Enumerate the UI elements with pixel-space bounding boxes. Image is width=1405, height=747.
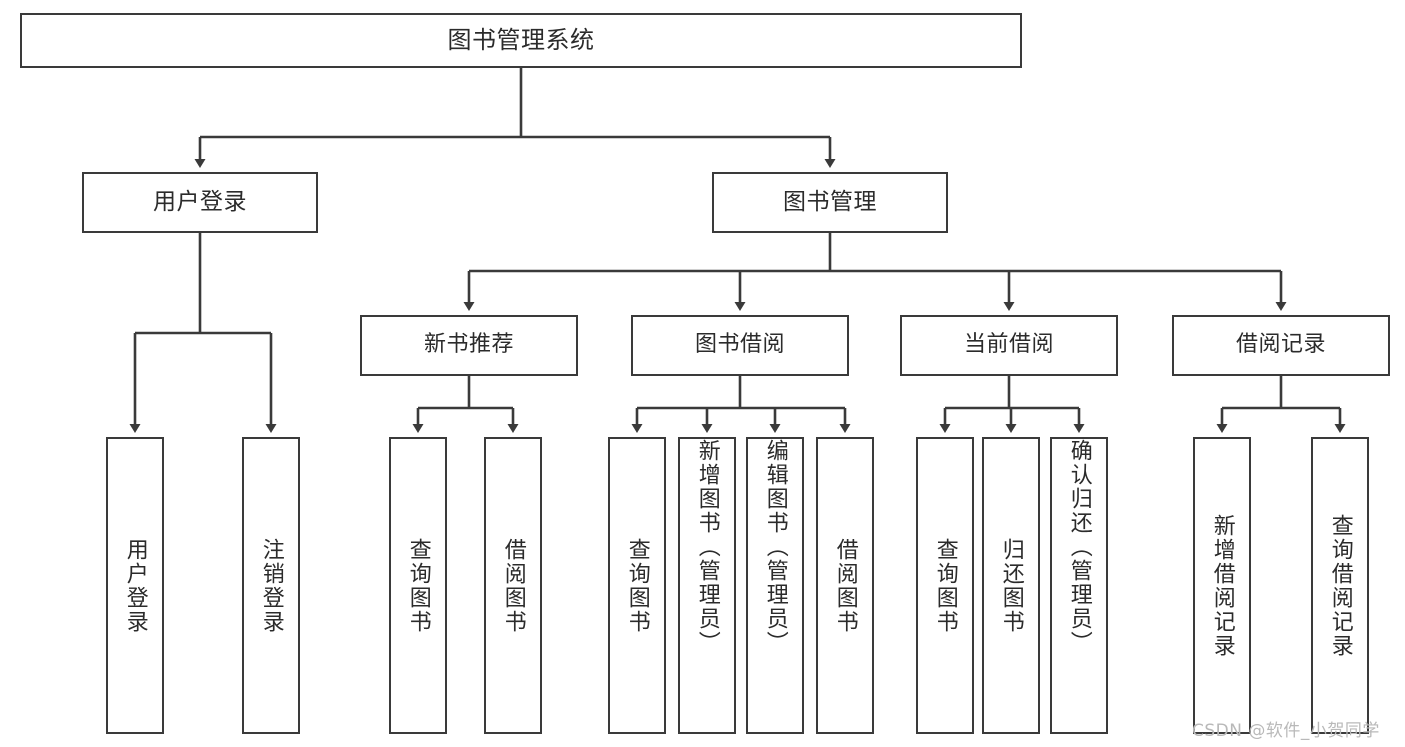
leaf-user-login-logout[interactable]: 注销登录 (242, 437, 300, 734)
leaf-label: 新增图书（管理员） (694, 439, 720, 655)
node-new-book-recommend[interactable]: 新书推荐 (360, 315, 578, 376)
leaf-current-borrow-return-book[interactable]: 归还图书 (982, 437, 1040, 734)
leaf-book-borrow-edit-book-admin[interactable]: 编辑图书（管理员） (746, 437, 804, 734)
leaf-book-borrow-query-book[interactable]: 查询图书 (608, 437, 666, 734)
leaf-label: 新增借阅记录 (1209, 513, 1235, 658)
node-book-management-system[interactable]: 图书管理系统 (20, 13, 1022, 68)
leaf-borrow-record-query-record[interactable]: 查询借阅记录 (1311, 437, 1369, 734)
node-label: 用户登录 (153, 188, 247, 215)
node-label: 图书借阅 (694, 332, 785, 358)
node-user-login[interactable]: 用户登录 (82, 172, 318, 233)
leaf-label: 借阅图书 (500, 537, 526, 634)
node-label: 新书推荐 (423, 332, 514, 358)
leaf-label: 编辑图书（管理员） (762, 439, 788, 655)
leaf-label: 借阅图书 (832, 537, 858, 634)
node-label: 图书管理 (783, 188, 877, 215)
leaf-label: 查询图书 (624, 537, 650, 634)
leaf-book-borrow-add-book-admin[interactable]: 新增图书（管理员） (678, 437, 736, 734)
leaf-new-book-query-book[interactable]: 查询图书 (389, 437, 447, 734)
leaf-label: 查询图书 (405, 537, 431, 634)
node-label: 图书管理系统 (447, 26, 595, 55)
leaf-book-borrow-borrow-book[interactable]: 借阅图书 (816, 437, 874, 734)
leaf-borrow-record-add-record[interactable]: 新增借阅记录 (1193, 437, 1251, 734)
node-book-borrow[interactable]: 图书借阅 (631, 315, 849, 376)
node-label: 借阅记录 (1235, 332, 1326, 358)
leaf-label: 归还图书 (998, 537, 1024, 634)
leaf-current-borrow-query-book[interactable]: 查询图书 (916, 437, 974, 734)
leaf-label: 查询借阅记录 (1327, 513, 1353, 658)
csdn-watermark: CSDN @软件_小贺同学 (1192, 721, 1380, 741)
leaf-new-book-borrow-book[interactable]: 借阅图书 (484, 437, 542, 734)
leaf-label: 确认归还（管理员） (1066, 439, 1092, 655)
node-book-management[interactable]: 图书管理 (712, 172, 948, 233)
node-borrow-record[interactable]: 借阅记录 (1172, 315, 1390, 376)
node-label: 当前借阅 (963, 332, 1054, 358)
leaf-current-borrow-confirm-return-admin[interactable]: 确认归还（管理员） (1050, 437, 1108, 734)
leaf-label: 查询图书 (932, 537, 958, 634)
node-current-borrow[interactable]: 当前借阅 (900, 315, 1118, 376)
leaf-label: 注销登录 (258, 537, 284, 634)
leaf-label: 用户登录 (122, 537, 148, 634)
leaf-user-login-login[interactable]: 用户登录 (106, 437, 164, 734)
